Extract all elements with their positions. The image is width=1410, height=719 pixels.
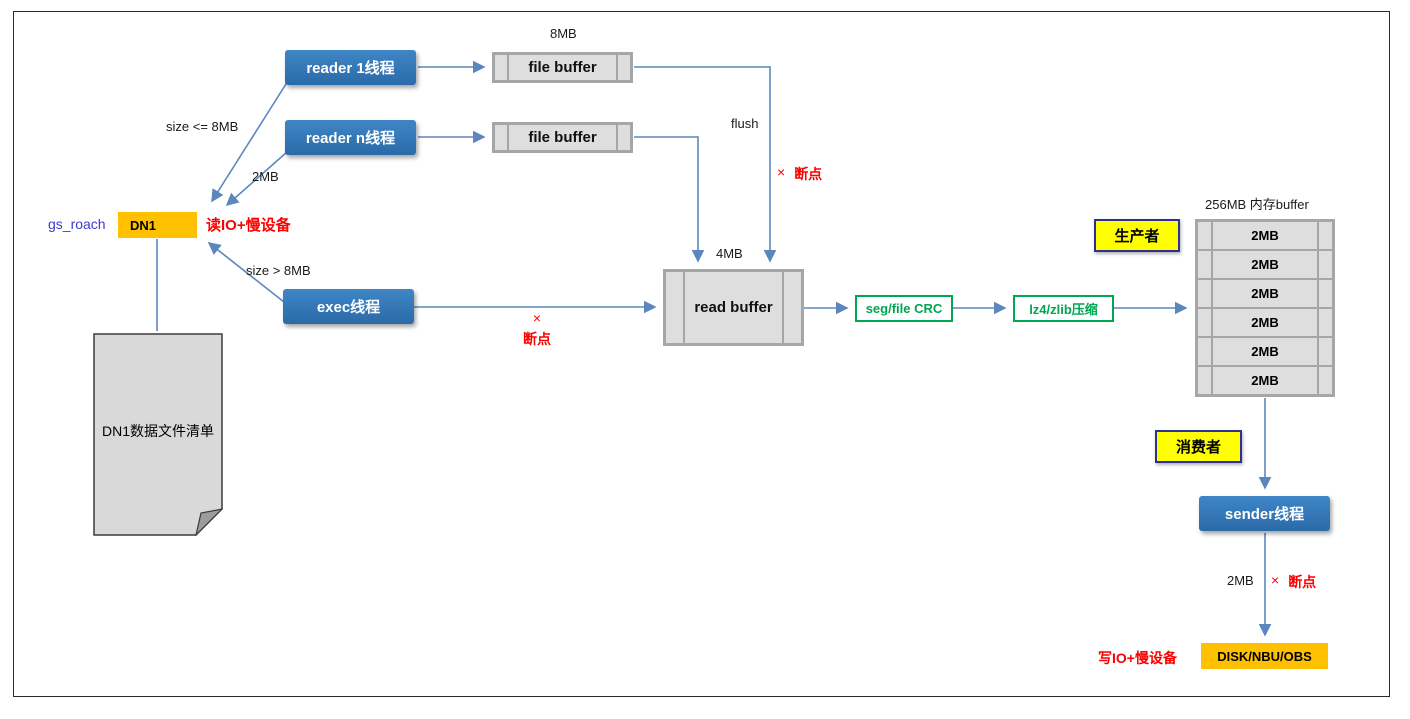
document-dn1-file-list: DN1数据文件清单 [93, 333, 224, 537]
buffer-cell: 2MB [1198, 278, 1332, 307]
breakpoint-marker-sender: × 断点 [1271, 572, 1316, 592]
buffer-right-divider [616, 125, 630, 150]
file-buffer-8mb-label: 8MB [550, 26, 577, 41]
cell-label: 2MB [1251, 344, 1279, 359]
buffer-right-divider [616, 55, 630, 80]
file-buffer-2-label: file buffer [528, 129, 597, 146]
buffer-cell: 2MB [1198, 365, 1332, 394]
write-io-slow-device-label: 写IO+慢设备 [1098, 650, 1177, 666]
consumer-tag: 消费者 [1155, 430, 1242, 463]
flush-label: flush [731, 116, 759, 131]
cell-label: 2MB [1251, 373, 1279, 388]
read-buffer-node: read buffer [663, 269, 804, 346]
document-label: DN1数据文件清单 [101, 423, 214, 439]
cross-icon: × [1271, 572, 1280, 588]
buffer-left-divider [666, 272, 685, 343]
read-io-slow-device-label: 读IO+慢设备 [206, 217, 291, 234]
memory-buffer-stack: 2MB 2MB 2MB 2MB 2MB 2MB [1195, 219, 1335, 397]
read-buffer-label: read buffer [694, 299, 773, 316]
cell-right-divider [1317, 367, 1332, 394]
breakpoint-marker-flush: × 断点 [777, 164, 822, 184]
breakpoint-label: 断点 [523, 331, 551, 347]
reader1-thread-node: reader 1线程 [285, 50, 416, 85]
cell-left-divider [1198, 338, 1213, 365]
exec-thread-node: exec线程 [283, 289, 414, 324]
send-2mb-label: 2MB [1227, 573, 1254, 588]
dn1-node: DN1 [118, 212, 197, 238]
file-buffer-1-node: file buffer [492, 52, 633, 83]
cell-label: 2MB [1251, 228, 1279, 243]
memory-buffer-title: 256MB 内存buffer [1205, 197, 1309, 212]
breakpoint-label: 断点 [1288, 574, 1317, 590]
chunk-2mb-label: 2MB [252, 169, 279, 184]
disk-nbu-obs-node: DISK/NBU/OBS [1201, 643, 1328, 669]
cross-icon: × [532, 310, 542, 326]
seg-file-crc-node: seg/file CRC [855, 295, 953, 322]
file-buffer-2-node: file buffer [492, 122, 633, 153]
size-le-8mb-label: size <= 8MB [166, 119, 239, 134]
size-gt-8mb-label: size > 8MB [246, 263, 311, 278]
cross-icon: × [777, 164, 786, 180]
breakpoint-marker-exec: × 断点 [513, 310, 561, 349]
buffer-left-divider [495, 55, 509, 80]
buffer-cell: 2MB [1198, 249, 1332, 278]
reader-n-thread-node: reader n线程 [285, 120, 416, 155]
cell-label: 2MB [1251, 257, 1279, 272]
lz4-zlib-compress-node: lz4/zlib压缩 [1013, 295, 1114, 322]
cell-label: 2MB [1251, 286, 1279, 301]
document-shape [93, 333, 224, 537]
cell-right-divider [1317, 309, 1332, 336]
cell-left-divider [1198, 309, 1213, 336]
file-buffer-1-label: file buffer [528, 59, 597, 76]
cell-right-divider [1317, 251, 1332, 278]
producer-tag: 生产者 [1094, 219, 1180, 252]
cell-label: 2MB [1251, 315, 1279, 330]
cell-left-divider [1198, 222, 1213, 249]
buffer-cell: 2MB [1198, 222, 1332, 249]
buffer-cell: 2MB [1198, 336, 1332, 365]
gs-roach-label: gs_roach [48, 216, 106, 232]
cell-right-divider [1317, 222, 1332, 249]
diagram-border [13, 11, 1390, 697]
buffer-cell: 2MB [1198, 307, 1332, 336]
buffer-right-divider [782, 272, 801, 343]
cell-right-divider [1317, 338, 1332, 365]
read-buffer-4mb-label: 4MB [716, 246, 743, 261]
sender-thread-node: sender线程 [1199, 496, 1330, 531]
buffer-left-divider [495, 125, 509, 150]
cell-left-divider [1198, 280, 1213, 307]
breakpoint-label: 断点 [794, 166, 823, 182]
cell-left-divider [1198, 251, 1213, 278]
cell-left-divider [1198, 367, 1213, 394]
cell-right-divider [1317, 280, 1332, 307]
